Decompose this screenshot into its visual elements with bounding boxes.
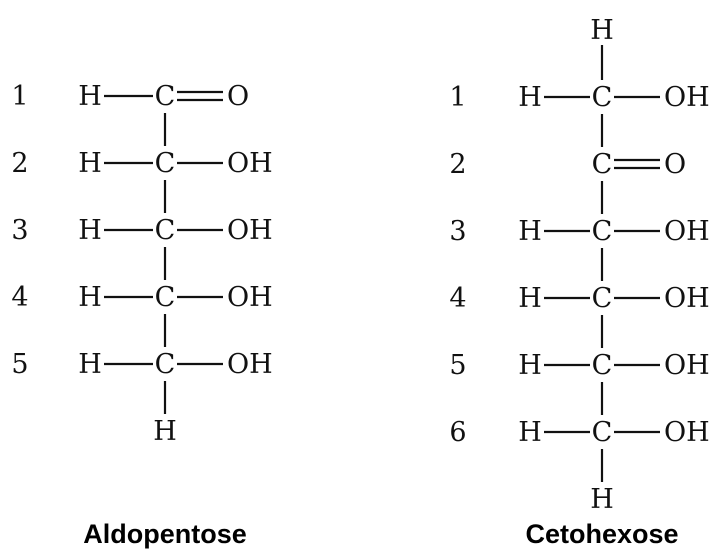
right-substituent-atom: O — [664, 149, 686, 180]
bottom-hydrogen-atom: H — [590, 484, 614, 515]
carbon-atom: C — [155, 349, 176, 380]
right-substituent-atom: OH — [227, 148, 273, 179]
carbon-number-label: 5 — [11, 349, 28, 380]
carbon-atom: C — [592, 417, 613, 448]
carbon-number-label: 3 — [449, 216, 466, 247]
carbon-atom: C — [592, 149, 613, 180]
carbon-number-label: 4 — [449, 283, 466, 314]
left-substituent-atom: H — [78, 215, 102, 246]
carbon-number-label: 1 — [11, 81, 28, 112]
carbon-atom: C — [592, 82, 613, 113]
carbon-number-label: 5 — [449, 350, 466, 381]
left-substituent-atom: H — [78, 148, 102, 179]
right-substituent-atom: OH — [227, 215, 273, 246]
cetohexose-caption: Cetohexose — [525, 519, 678, 549]
left-substituent-atom: H — [78, 81, 102, 112]
carbon-number-label: 6 — [449, 417, 466, 448]
carbon-atom: C — [155, 148, 176, 179]
right-substituent-atom: OH — [227, 349, 273, 380]
right-substituent-atom: OH — [664, 283, 710, 314]
carbon-number-label: 4 — [11, 282, 28, 313]
carbon-atom: C — [592, 350, 613, 381]
left-substituent-atom: H — [518, 417, 542, 448]
carbon-atom: C — [155, 282, 176, 313]
left-substituent-atom: H — [518, 82, 542, 113]
right-substituent-atom: O — [227, 81, 249, 112]
left-substituent-atom: H — [78, 282, 102, 313]
carbon-number-label: 2 — [11, 148, 28, 179]
top-hydrogen-atom: H — [590, 15, 614, 46]
carbon-atom: C — [155, 81, 176, 112]
aldopentose-caption: Aldopentose — [83, 519, 247, 549]
right-substituent-atom: OH — [664, 82, 710, 113]
carbon-atom: C — [155, 215, 176, 246]
carbon-atom: C — [592, 216, 613, 247]
left-substituent-atom: H — [78, 349, 102, 380]
carbon-number-label: 3 — [11, 215, 28, 246]
carbon-atom: C — [592, 283, 613, 314]
right-substituent-atom: OH — [664, 216, 710, 247]
right-substituent-atom: OH — [664, 417, 710, 448]
left-substituent-atom: H — [518, 283, 542, 314]
carbon-number-label: 2 — [449, 149, 466, 180]
bottom-hydrogen-atom: H — [153, 416, 177, 447]
left-substituent-atom: H — [518, 350, 542, 381]
right-substituent-atom: OH — [227, 282, 273, 313]
carbon-number-label: 1 — [449, 82, 466, 113]
left-substituent-atom: H — [518, 216, 542, 247]
right-substituent-atom: OH — [664, 350, 710, 381]
